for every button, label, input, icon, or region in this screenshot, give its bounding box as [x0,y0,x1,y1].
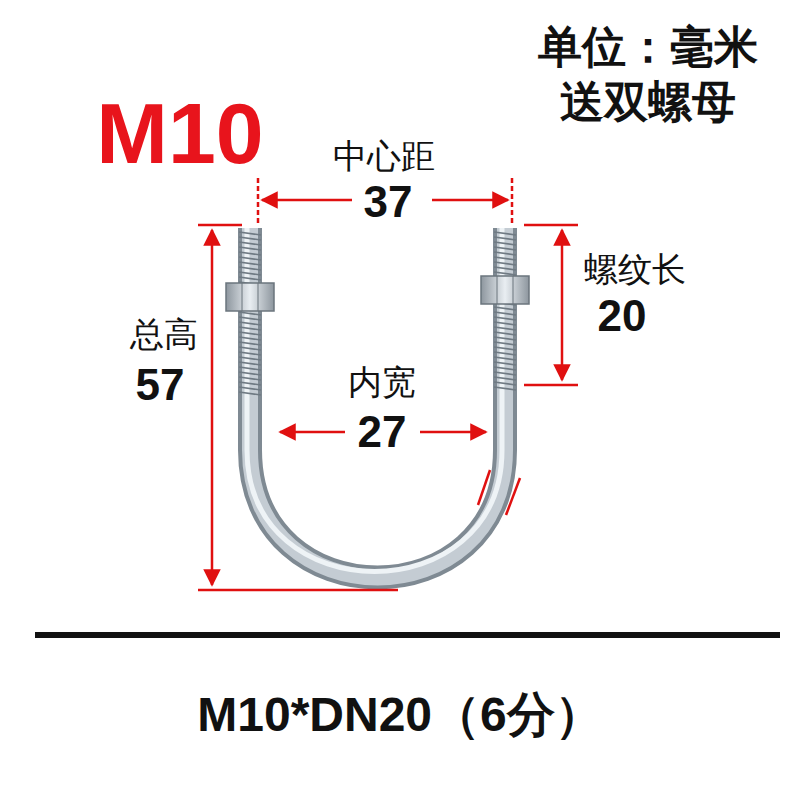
dimension-name: 总高 [130,316,198,353]
dimension-name: 内宽 [348,364,416,401]
u-bolt [226,228,529,578]
model-caption: M10*DN20（6分） [197,689,602,742]
dimension-value: 20 [598,292,647,340]
nut-note: 送双螺母 [560,78,736,126]
dimension-name: 中心距 [333,138,435,175]
dimension-value: 57 [136,361,185,409]
unit-note: 单位：毫米 [538,23,758,71]
dimension-value: 37 [364,178,413,226]
dimension-value: 27 [358,408,407,456]
dimension-lines [198,178,578,590]
divider-line [35,632,780,638]
size-title: M10 [96,86,263,181]
dimension-name: 螺纹长 [584,251,686,288]
